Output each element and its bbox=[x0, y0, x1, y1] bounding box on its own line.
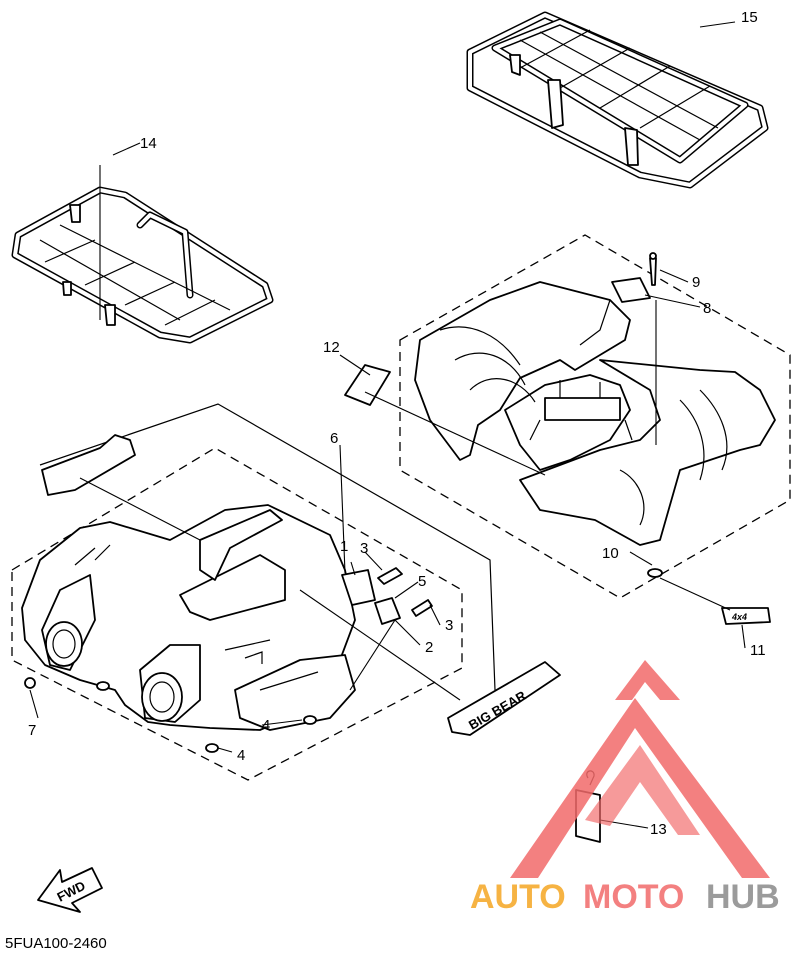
callout-13: 13 bbox=[650, 821, 667, 838]
rivet-3b bbox=[411, 599, 433, 617]
callout-15: 15 bbox=[741, 9, 758, 26]
grommet-10 bbox=[647, 568, 663, 578]
grommet-4a bbox=[205, 743, 219, 753]
decal-11-text: 4x4 bbox=[731, 612, 747, 622]
callout-3a: 3 bbox=[360, 540, 368, 557]
front-fender-upper-outline bbox=[39, 403, 496, 691]
rear-fender-group-outline bbox=[399, 234, 791, 599]
fender-cover-6 bbox=[41, 434, 136, 496]
automotohub-logo: AUTO MOTO HUB bbox=[470, 660, 780, 916]
plate-1 bbox=[341, 569, 376, 606]
callout-1: 1 bbox=[340, 538, 348, 555]
label-12 bbox=[344, 364, 391, 406]
decal-11: 4x4 bbox=[721, 607, 771, 625]
fwd-arrow-icon: FWD bbox=[37, 867, 103, 913]
callout-6: 6 bbox=[330, 430, 338, 447]
callout-5: 5 bbox=[418, 573, 426, 590]
grommet-7 bbox=[24, 677, 36, 689]
front-carrier bbox=[11, 186, 274, 344]
front-fender bbox=[21, 504, 433, 753]
diagram-code: 5FUA100-2460 bbox=[5, 935, 107, 952]
big-bear-decal: BIG BEAR bbox=[447, 661, 561, 736]
watermark-brand-hub: HUB bbox=[706, 878, 780, 916]
rear-plate-8 bbox=[611, 277, 651, 303]
rear-fender bbox=[414, 252, 776, 578]
callout-10: 10 bbox=[602, 545, 619, 562]
plate-2 bbox=[374, 597, 401, 625]
leader-lines bbox=[29, 21, 746, 829]
rivet-9 bbox=[649, 257, 657, 286]
callout-3b: 3 bbox=[445, 617, 453, 634]
rear-carrier bbox=[466, 11, 769, 189]
watermark-brand-moto: MOTO bbox=[583, 878, 684, 916]
callout-7: 7 bbox=[28, 722, 36, 739]
rivet-3a bbox=[377, 567, 403, 585]
callout-9: 9 bbox=[692, 274, 700, 291]
watermark-brand-auto: AUTO bbox=[470, 878, 566, 916]
callout-11: 11 bbox=[750, 642, 766, 659]
callout-labels: 15 14 9 8 12 6 1 3 5 10 3 2 11 4 4 7 13 bbox=[28, 9, 766, 838]
callout-14: 14 bbox=[140, 135, 157, 152]
callout-4a: 4 bbox=[262, 717, 270, 734]
callout-8: 8 bbox=[703, 300, 711, 317]
callout-4b: 4 bbox=[237, 747, 245, 764]
grommet-4b bbox=[303, 715, 317, 725]
callout-2: 2 bbox=[425, 639, 433, 656]
callout-12: 12 bbox=[323, 339, 340, 356]
